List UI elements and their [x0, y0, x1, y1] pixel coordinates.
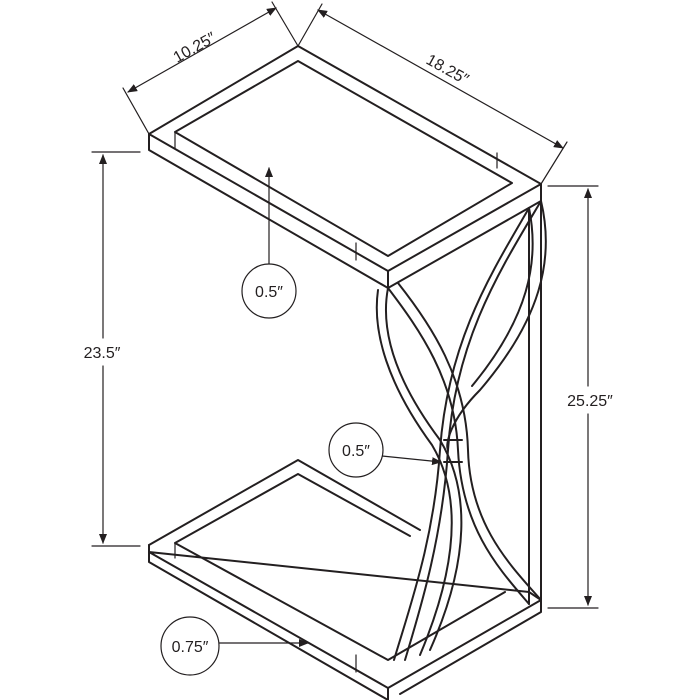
callout-frame-thickness: 0.5″ [328, 422, 442, 478]
label-overall-height: 25.25″ [567, 393, 613, 410]
frame-curve-band-7 [471, 207, 534, 387]
callout-base-thickness: 0.75″ [160, 616, 309, 676]
callout-circle-frame [328, 422, 384, 478]
label-frame-thickness: 0.5″ [342, 443, 370, 460]
table-top-side-edge [387, 183, 542, 289]
dimension-line-width [317, 9, 564, 149]
table-top-face [148, 45, 542, 272]
label-inner-height: 23.5″ [84, 345, 121, 362]
dimension-top-depth: 10.25″ [122, 1, 299, 135]
dimension-inner-height: 23.5″ [84, 151, 141, 547]
frame-curve-band-5 [385, 287, 463, 651]
base-recess [174, 473, 506, 661]
frame-curve-band-8 [375, 289, 453, 656]
callout-leader-frame [381, 455, 442, 466]
table-top-joint-marks [174, 131, 498, 261]
dimension-top-width: 18.25″ [297, 3, 568, 185]
frame-curve-band-4 [397, 282, 542, 601]
extension-line-depth-left [122, 87, 150, 135]
table-base [148, 459, 542, 700]
dimension-line-depth [127, 7, 277, 93]
dimension-overall-height: 25.25″ [547, 185, 613, 609]
base-joint-marks [174, 542, 357, 673]
frame-curve-band-6 [446, 200, 547, 451]
base-front-edge [148, 544, 542, 700]
callout-circle-top [241, 263, 297, 319]
frame-curve-band-2 [393, 207, 530, 661]
frame-curve-band-3 [387, 287, 530, 605]
table-top [148, 45, 542, 289]
extension-line-width-right [540, 141, 568, 185]
label-base-thickness: 0.75″ [172, 639, 209, 656]
callout-top-thickness: 0.5″ [241, 167, 297, 319]
label-top-thickness: 0.5″ [255, 284, 283, 301]
side-frame [375, 200, 547, 661]
frame-crossing [443, 439, 463, 463]
label-top-depth: 10.25″ [171, 29, 220, 66]
callout-circle-base [160, 616, 220, 676]
